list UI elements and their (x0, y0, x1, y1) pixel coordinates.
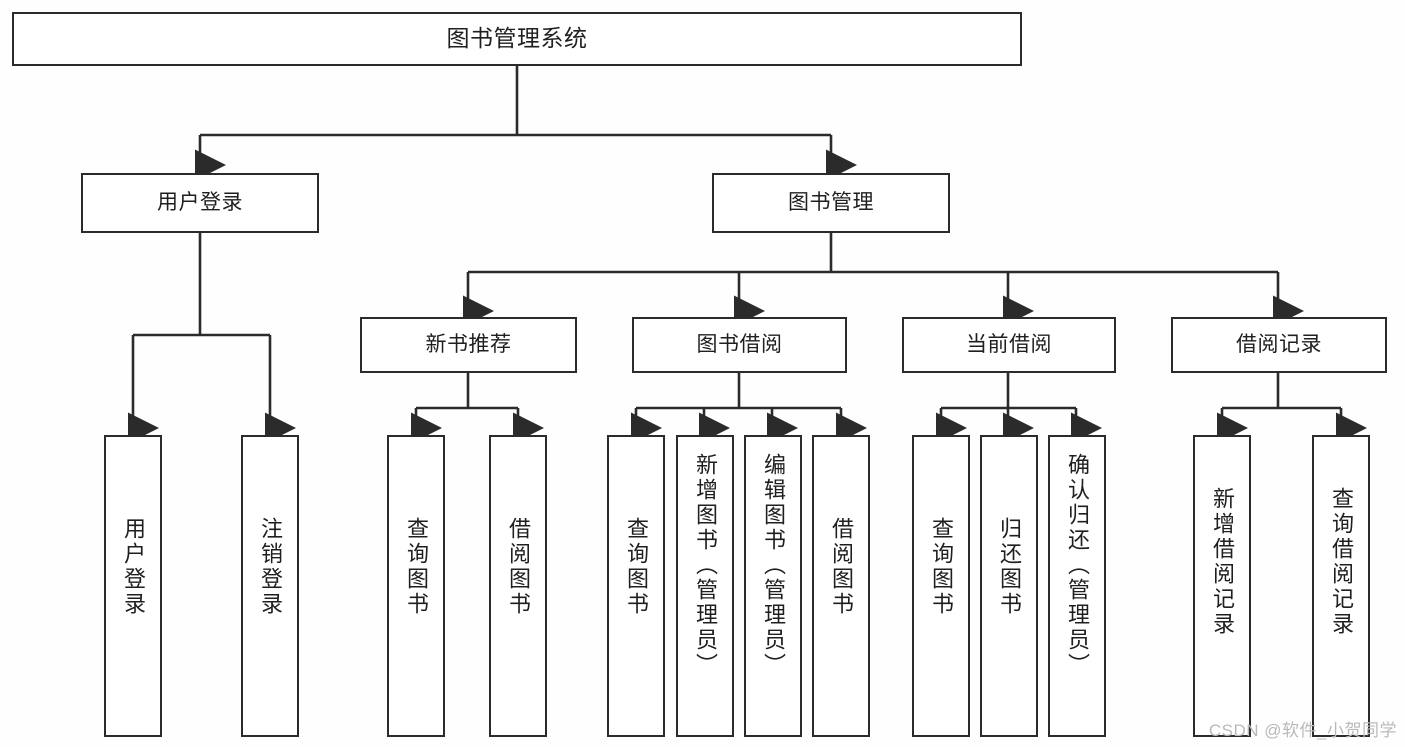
node-leaf-borrow-book-recommend[interactable]: 借阅图书 (489, 435, 547, 737)
node-new-book-recommend[interactable]: 新书推荐 (360, 317, 577, 373)
node-leaf-confirm-return-admin[interactable]: 确认归还（管理员） (1048, 435, 1106, 737)
node-leaf-logout-login[interactable]: 注销登录 (241, 435, 299, 737)
node-label: 编辑图书（管理员） (761, 453, 786, 678)
node-label: 归还图书 (997, 517, 1022, 617)
node-book-borrow[interactable]: 图书借阅 (632, 317, 847, 373)
node-label: 图书管理系统 (446, 25, 588, 52)
node-label: 查询图书 (624, 517, 649, 617)
node-borrow-record[interactable]: 借阅记录 (1171, 317, 1387, 373)
node-leaf-query-book-current[interactable]: 查询图书 (912, 435, 970, 737)
node-label: 图书管理 (788, 190, 874, 214)
node-label: 当前借阅 (966, 332, 1052, 356)
node-leaf-return-book[interactable]: 归还图书 (980, 435, 1038, 737)
csdn-watermark: CSDN @软件_小贺同学 (1208, 721, 1397, 740)
node-label: 查询图书 (929, 517, 954, 617)
node-leaf-query-borrow-record[interactable]: 查询借阅记录 (1312, 435, 1370, 737)
node-label: 新书推荐 (425, 332, 512, 356)
node-root-book-management-system[interactable]: 图书管理系统 (12, 12, 1022, 66)
node-label: 用户登录 (157, 190, 243, 214)
node-leaf-edit-book-admin[interactable]: 编辑图书（管理员） (744, 435, 802, 737)
node-current-borrow[interactable]: 当前借阅 (902, 317, 1116, 373)
node-user-login[interactable]: 用户登录 (81, 173, 319, 233)
node-label: 新增图书（管理员） (693, 453, 718, 678)
node-label: 借阅记录 (1236, 332, 1322, 356)
node-leaf-add-book-admin[interactable]: 新增图书（管理员） (676, 435, 734, 737)
node-label: 注销登录 (258, 517, 283, 617)
node-leaf-borrow-book[interactable]: 借阅图书 (812, 435, 870, 737)
node-book-manage[interactable]: 图书管理 (712, 173, 950, 233)
node-label: 借阅图书 (829, 517, 854, 617)
node-leaf-user-login[interactable]: 用户登录 (104, 435, 162, 737)
node-label: 查询借阅记录 (1329, 487, 1354, 637)
node-label: 查询图书 (404, 517, 429, 617)
node-label: 借阅图书 (506, 517, 531, 617)
node-label: 新增借阅记录 (1210, 487, 1235, 637)
node-label: 图书借阅 (696, 332, 783, 356)
node-label: 用户登录 (121, 517, 146, 617)
node-leaf-query-book-recommend[interactable]: 查询图书 (387, 435, 445, 737)
node-label: 确认归还（管理员） (1065, 453, 1090, 678)
node-leaf-query-book-borrow[interactable]: 查询图书 (607, 435, 665, 737)
node-leaf-add-borrow-record[interactable]: 新增借阅记录 (1193, 435, 1251, 737)
